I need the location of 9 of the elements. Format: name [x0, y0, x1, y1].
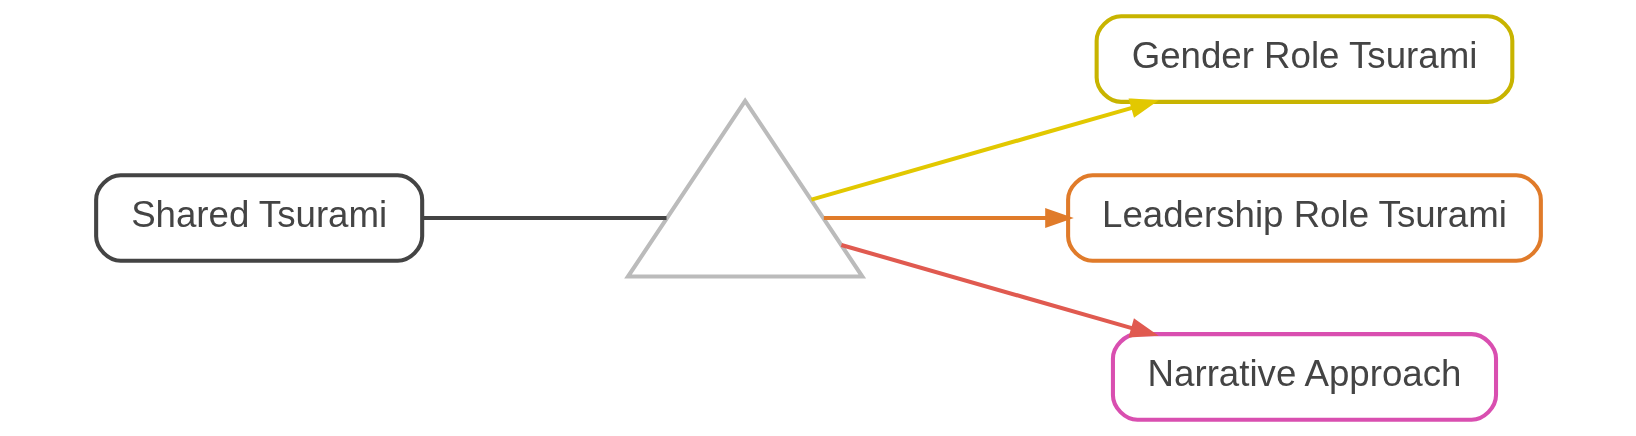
arrow — [823, 208, 1074, 228]
connector — [421, 215, 667, 221]
node-box: Gender Role Tsurami — [1094, 14, 1514, 104]
node-box: Narrative Approach — [1110, 332, 1498, 422]
node-box: Shared Tsurami — [93, 173, 424, 263]
arrow — [840, 243, 1159, 338]
arrow — [810, 98, 1159, 202]
node-triangle — [623, 97, 866, 279]
node-box: Leadership Role Tsurami — [1065, 173, 1543, 263]
